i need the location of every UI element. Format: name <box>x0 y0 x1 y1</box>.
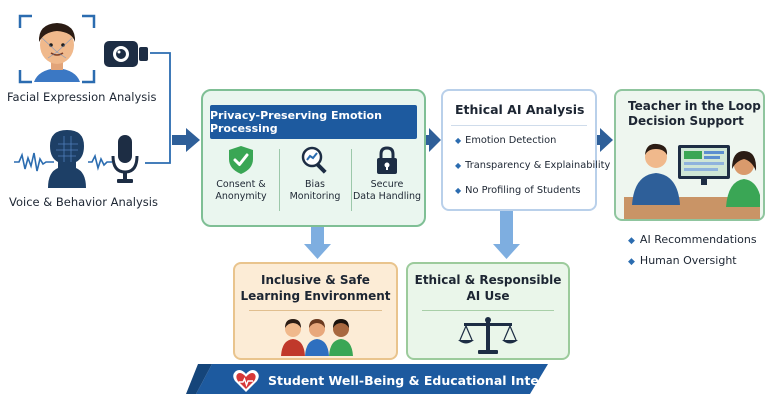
bullet-icon: ◆ <box>628 257 635 267</box>
bullet-icon: ◆ <box>455 161 462 170</box>
bullet-icon: ◆ <box>455 186 462 195</box>
banner-text: Student Well-Being & Educational Integri… <box>268 373 573 388</box>
shield-check-icon <box>226 145 256 175</box>
secure-line1: Secure <box>370 179 404 190</box>
secure-line2: Data Handling <box>352 191 422 202</box>
students-group-icon <box>279 316 355 356</box>
microphone-icon <box>110 134 140 184</box>
ethical-ai-analysis-panel: Ethical AI Analysis ◆Emotion Detection ◆… <box>441 89 610 211</box>
camera-icon <box>103 37 149 69</box>
ethical-item: ◆No Profiling of Students <box>455 185 581 196</box>
privacy-processing-panel: Privacy-Preserving Emotion Processing Co… <box>201 89 426 227</box>
responsible-title-line2: AI Use <box>466 289 510 303</box>
responsible-title-line1: Ethical & Responsible <box>414 273 562 287</box>
consent-anonymity-item: Consent & Anonymity <box>206 145 276 215</box>
head-silhouette-icon <box>44 128 90 188</box>
ethical-item-text: Emotion Detection <box>465 135 557 146</box>
teacher-title: Teacher in the Loop Decision Support <box>628 99 761 129</box>
privacy-title: Privacy-Preserving Emotion Processing <box>210 105 417 139</box>
teacher-bullet-text: Human Oversight <box>639 254 737 267</box>
teacher-title-line2: Decision Support <box>628 114 744 128</box>
teacher-bullet: ◆ Human Oversight <box>628 254 737 267</box>
padlock-icon <box>372 145 402 175</box>
teacher-loop-panel: Teacher in the Loop Decision Support <box>614 89 765 221</box>
voice-waveform-right-icon <box>88 150 112 174</box>
bias-line1: Bias <box>305 179 325 190</box>
ethical-title: Ethical AI Analysis <box>455 102 585 117</box>
divider <box>422 310 554 311</box>
consent-line2: Anonymity <box>215 191 267 202</box>
voice-waveform-icon <box>14 150 54 174</box>
responsible-title: Ethical & Responsible AI Use <box>408 272 568 304</box>
inclusive-title-line1: Inclusive & Safe <box>261 273 370 287</box>
divider <box>249 310 382 311</box>
ethical-item-text: Transparency & Explainability <box>465 160 611 171</box>
voice-behavior-label: Voice & Behavior Analysis <box>9 195 158 209</box>
teacher-bullet: ◆ AI Recommendations <box>628 233 757 246</box>
face-scan-illustration <box>18 14 96 84</box>
ethical-item: ◆Transparency & Explainability <box>455 160 610 171</box>
bullet-icon: ◆ <box>455 136 462 145</box>
divider <box>279 149 280 211</box>
heart-icon <box>233 369 259 393</box>
inclusive-title: Inclusive & Safe Learning Environment <box>235 272 396 304</box>
facial-expression-label: Facial Expression Analysis <box>7 90 157 104</box>
bias-monitoring-item: Bias Monitoring <box>280 145 350 215</box>
consent-line1: Consent & <box>216 179 266 190</box>
scales-of-justice-icon <box>456 316 520 356</box>
magnifier-chart-icon <box>300 145 330 175</box>
secure-data-item: Secure Data Handling <box>352 145 422 215</box>
teacher-bullet-text: AI Recommendations <box>639 233 757 246</box>
bullet-icon: ◆ <box>628 236 635 246</box>
divider <box>351 149 352 211</box>
inclusive-environment-panel: Inclusive & Safe Learning Environment <box>233 262 398 360</box>
ethical-item: ◆Emotion Detection <box>455 135 556 146</box>
responsible-ai-panel: Ethical & Responsible AI Use <box>406 262 570 360</box>
bias-line2: Monitoring <box>289 191 341 202</box>
ethical-item-text: No Profiling of Students <box>465 185 581 196</box>
teacher-student-illustration <box>624 135 762 219</box>
divider <box>451 125 587 126</box>
teacher-title-line1: Teacher in the Loop <box>628 99 761 113</box>
inclusive-title-line2: Learning Environment <box>240 289 391 303</box>
